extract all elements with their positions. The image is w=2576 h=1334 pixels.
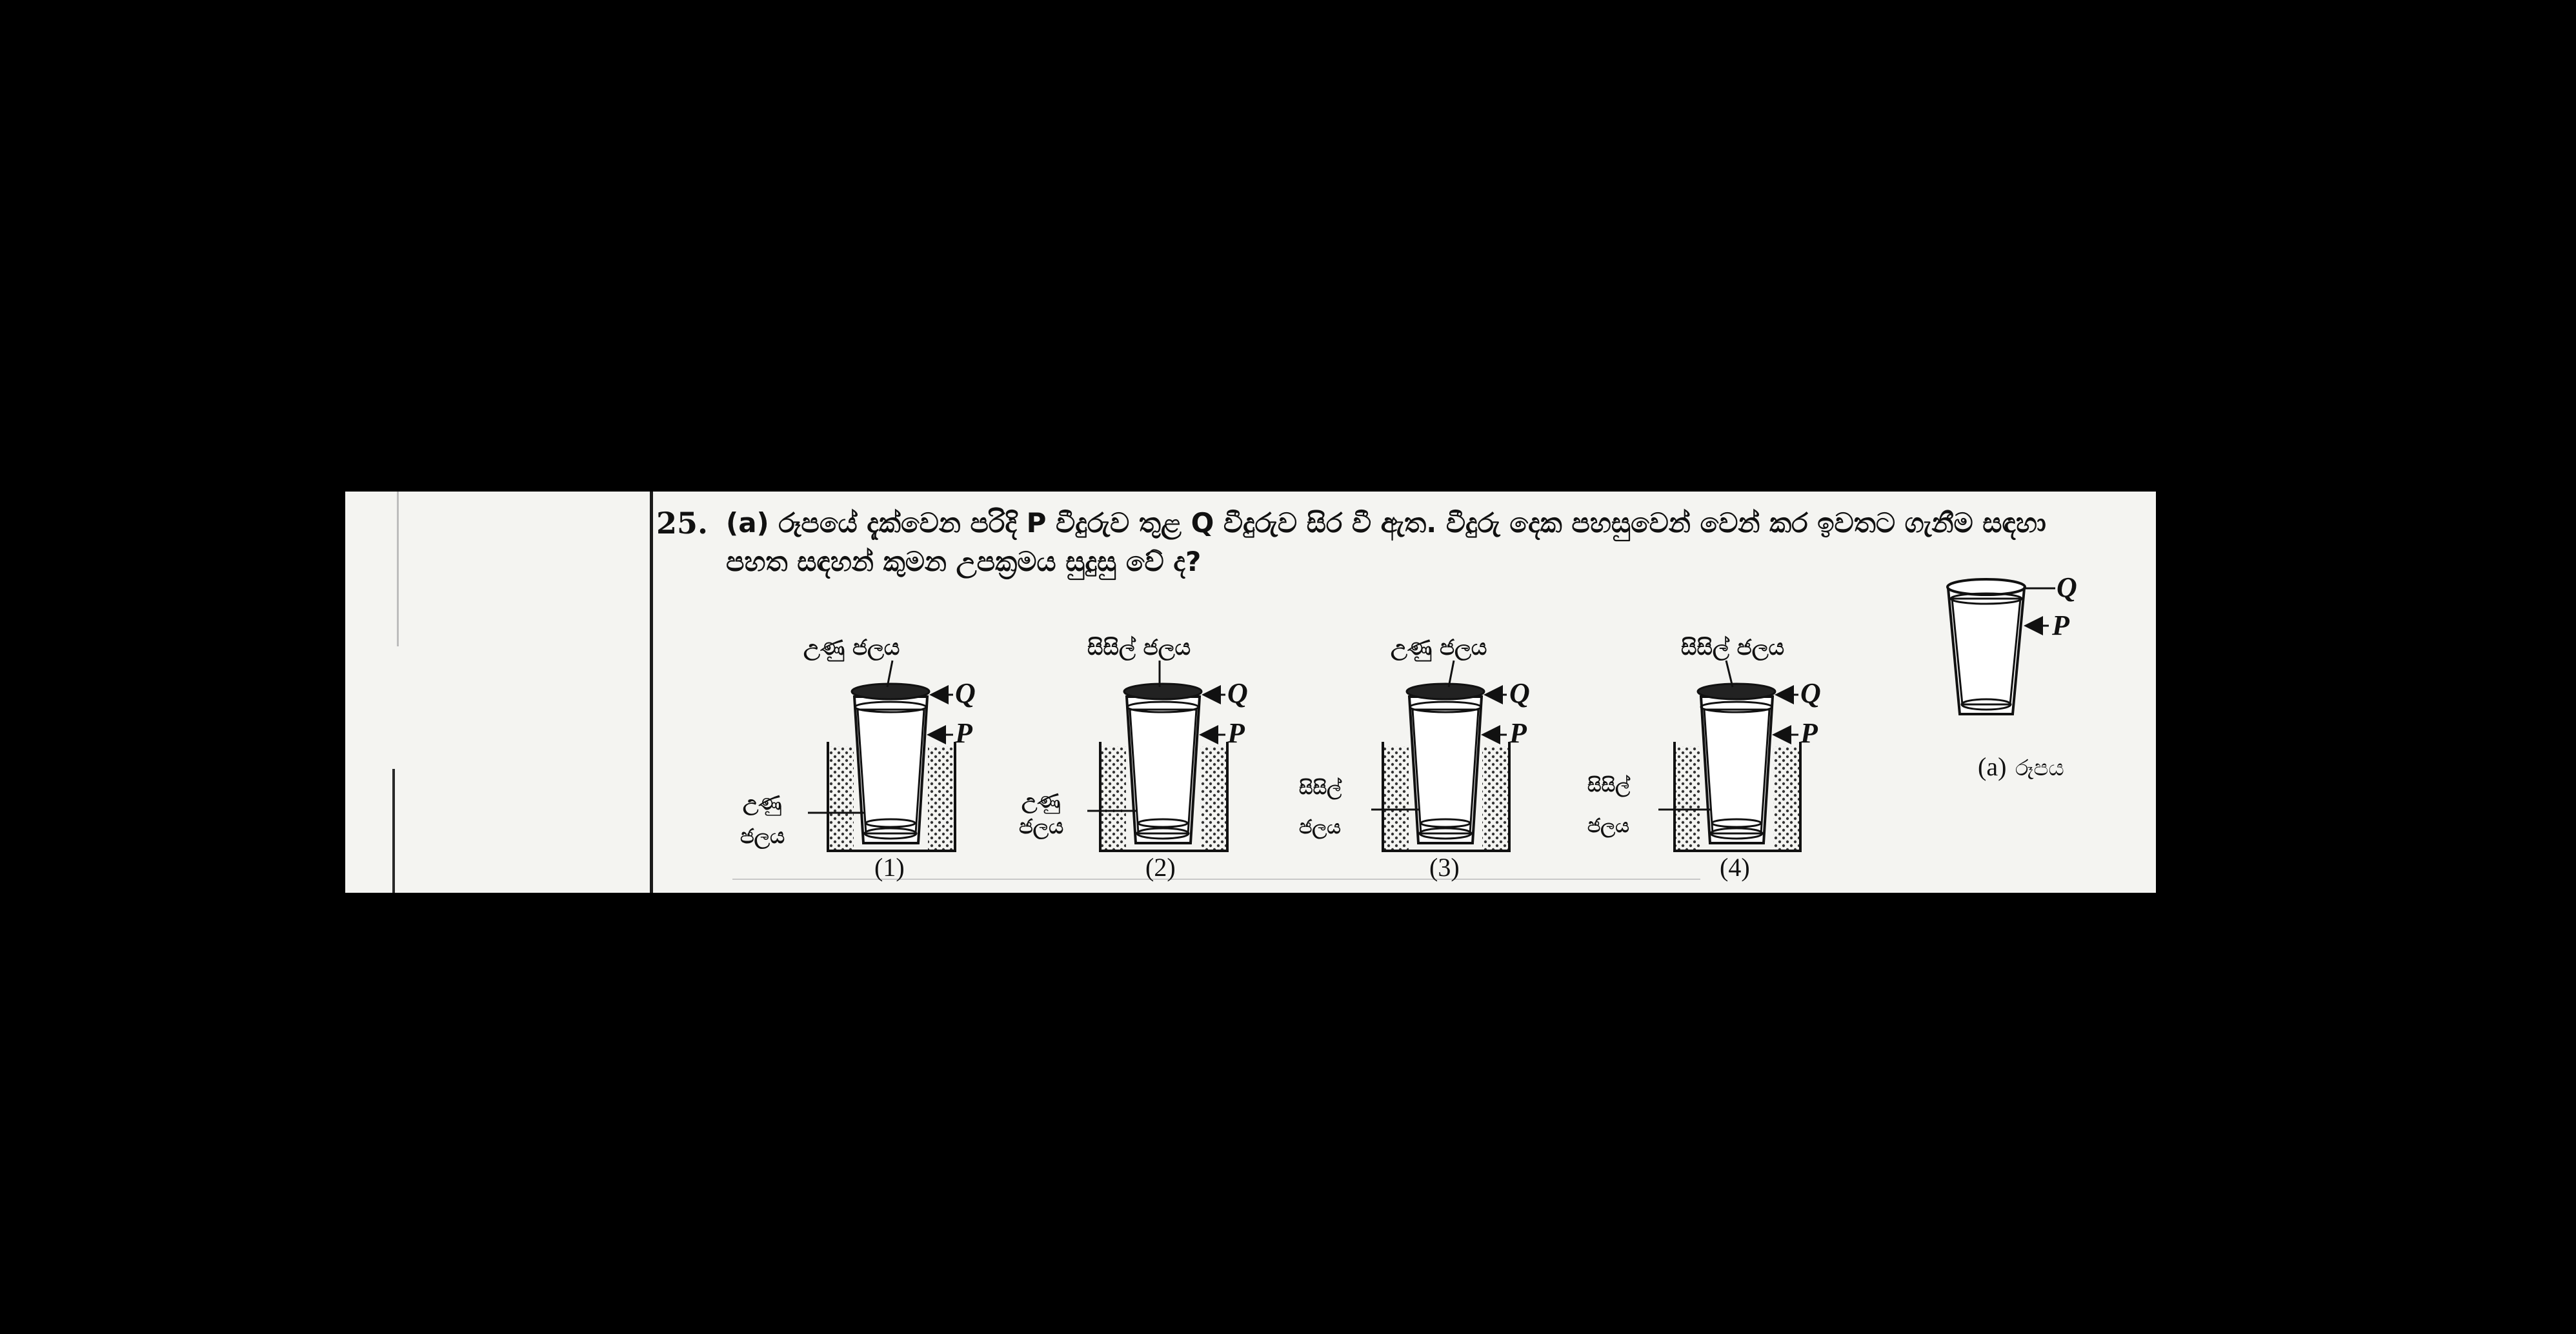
option-2-top-label: සිසිල් ජලය (1087, 635, 1191, 661)
question-text-line-2: පහත සඳහන් කුමන උපක්‍රමය සුදුසු වේ ද? (726, 546, 1202, 577)
beaker (1099, 742, 1229, 852)
margin-mark (397, 492, 399, 646)
option-4-diagram: Q P සිසිල් ජලය සිසිල් ජලය (4) (1587, 635, 1821, 882)
option-2-side-label-2: ජලය (1019, 814, 1063, 839)
glass-p-label: P (1800, 717, 1818, 749)
bottom-rule (732, 879, 1700, 880)
glass-p-label: P (1509, 717, 1527, 749)
glass-p-label: P (2051, 610, 2070, 641)
glass-q-label: Q (2057, 572, 2077, 603)
glass-q-label: Q (955, 677, 976, 709)
option-3-number: (3) (1429, 853, 1460, 882)
question-border-line (650, 492, 653, 893)
glass-p-label: P (954, 717, 973, 749)
options-figure: Q P උණු ජලය උණු ජලය (1) (740, 572, 2077, 882)
beaker (1382, 742, 1511, 852)
option-1-number: (1) (874, 853, 905, 882)
option-3-diagram: Q P උණු ජලය සිසිල් ජලය (3) (1299, 635, 1530, 882)
beaker (1673, 742, 1802, 852)
option-1-side-label-2: ජලය (740, 824, 785, 849)
glass-pair (850, 682, 931, 844)
reference-caption-letter: (a) (1978, 752, 2006, 781)
glass-pair (1696, 682, 1776, 844)
option-1-side-label-1: උණු (743, 790, 781, 816)
option-3-side-label-1: සිසිල් (1299, 777, 1342, 800)
glass-q-label: Q (1800, 677, 1821, 709)
question-text-line-1: (a) රූපයේ දැක්වෙන පරිදි P වීදුරුව තුළ Q … (726, 507, 2046, 539)
option-1-diagram: Q P උණු ජලය උණු ජලය (1) (740, 635, 976, 882)
option-4-top-label: සිසිල් ජලය (1681, 635, 1784, 661)
option-4-side-label-2: ජලය (1587, 815, 1629, 838)
reference-figure: Q P (a) රූපය (1946, 572, 2077, 781)
option-2-side-label-1: උණු (1021, 788, 1060, 814)
option-4-side-label-1: සිසිල් (1587, 774, 1631, 797)
option-2-number: (2) (1145, 853, 1176, 882)
beaker (827, 742, 956, 852)
glass-p-label: P (1227, 717, 1245, 749)
glass-pair (1405, 682, 1485, 844)
option-2-diagram: Q P සිසිල් ජලය උණු ජලය (2) (1019, 635, 1248, 882)
question-number: 25. (656, 506, 709, 541)
option-1-top-label: උණු ජලය (803, 635, 900, 661)
option-3-side-label-2: ජලය (1299, 816, 1341, 839)
glass-q-label: Q (1227, 677, 1248, 709)
margin-mark (392, 769, 395, 893)
exam-page-scan: 25. (a) රූපයේ දැක්වෙන පරිදි P වීදුරුව තු… (345, 492, 2156, 893)
option-3-top-label: උණු ජලය (1391, 635, 1487, 661)
glass-pair (1123, 682, 1203, 844)
glass-q-label: Q (1509, 677, 1530, 709)
reference-caption-word: රූපය (2015, 755, 2064, 781)
option-4-number: (4) (1720, 853, 1750, 882)
